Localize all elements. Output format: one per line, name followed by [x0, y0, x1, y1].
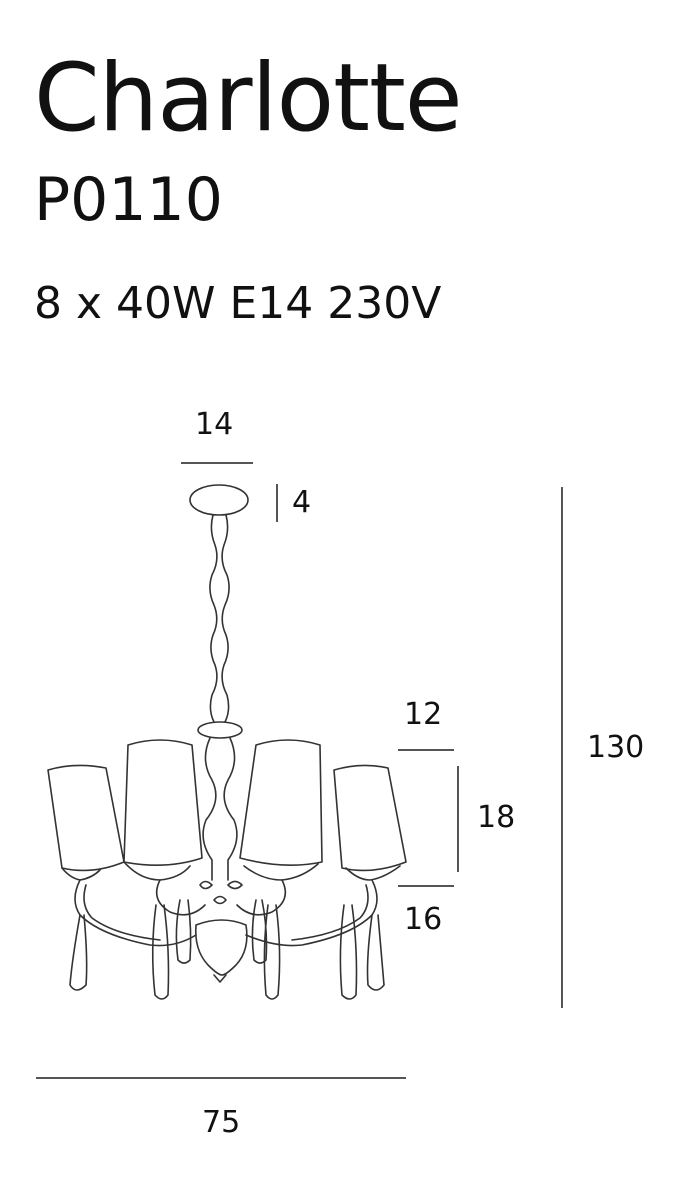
shade-1-shape — [47, 764, 125, 872]
product-name: Charlotte — [34, 44, 463, 153]
product-code: P0110 — [34, 165, 223, 235]
dim-shade-height: 18 — [477, 800, 516, 835]
dim-shade-top: 12 — [404, 697, 443, 732]
canopy-shape — [189, 484, 249, 516]
shade-4-shape — [333, 764, 407, 872]
dim-canopy-height: 4 — [292, 485, 312, 520]
chain-shape — [209, 514, 218, 723]
shade-2-shape — [123, 739, 203, 866]
chandelier-outline — [47, 484, 407, 1000]
dim-canopy-width: 14 — [195, 407, 234, 442]
dim-total-height: 130 — [587, 730, 645, 765]
dim-total-width: 75 — [202, 1105, 241, 1140]
dim-shade-bottom: 16 — [404, 902, 443, 937]
central-finial-shape — [194, 919, 248, 976]
product-spec: 8 x 40W E14 230V — [34, 278, 442, 329]
shade-3-shape — [239, 739, 323, 866]
